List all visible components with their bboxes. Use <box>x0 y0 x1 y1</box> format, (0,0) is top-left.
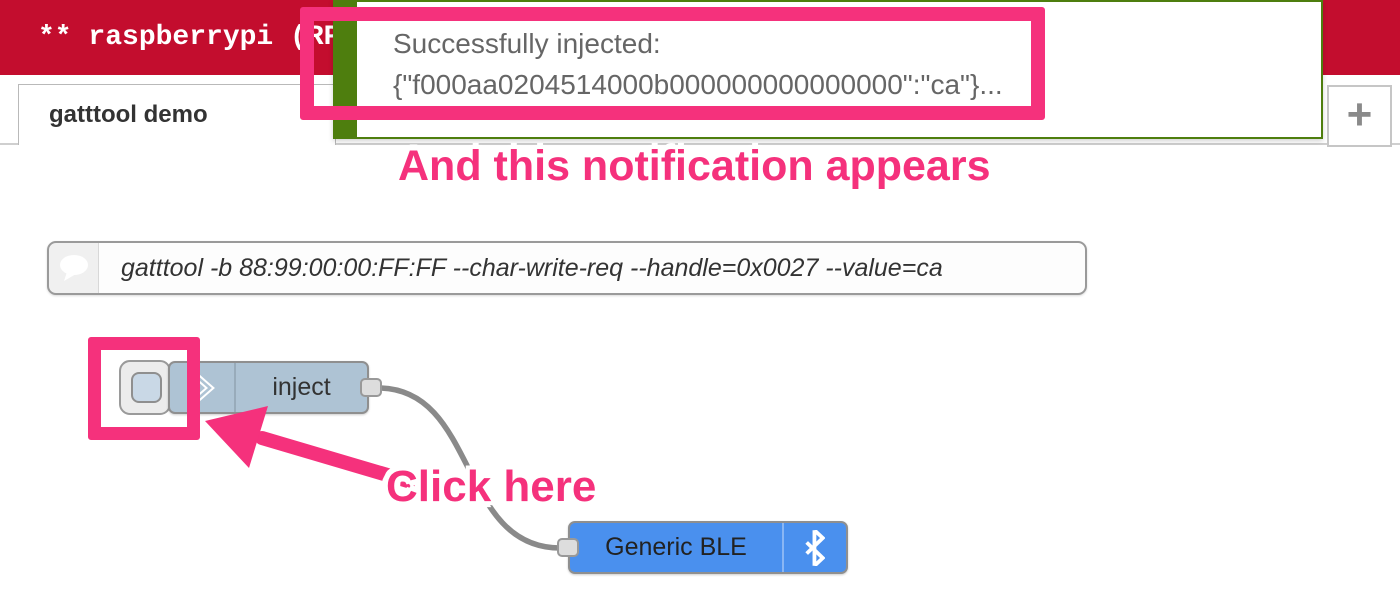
add-tab-button[interactable]: + <box>1327 85 1392 147</box>
ble-icon-section <box>782 523 846 572</box>
notification-highlight-rect <box>300 7 1045 120</box>
generic-ble-node[interactable]: Generic BLE <box>568 521 848 574</box>
inject-node-label: inject <box>272 373 331 401</box>
notification-line1: Successfully injected: <box>393 28 661 59</box>
tab-label: gatttool demo <box>49 101 208 128</box>
generic-ble-node-label: Generic BLE <box>605 533 747 561</box>
annotation-click-here: Click here <box>386 462 597 511</box>
comment-node[interactable]: gatttool -b 88:99:00:00:FF:FF --char-wri… <box>47 241 1087 295</box>
inject-output-port[interactable] <box>360 378 382 397</box>
inject-button-inner <box>131 372 162 403</box>
speech-bubble-icon <box>59 255 88 281</box>
inject-button-highlight-rect <box>88 337 200 440</box>
annotation-notification-appears: And this notification appears <box>398 142 991 190</box>
comment-node-label: gatttool -b 88:99:00:00:FF:FF --char-wri… <box>121 253 943 282</box>
tab-gatttool-demo[interactable]: gatttool demo <box>18 84 336 145</box>
notification-line2: {"f000aa0204514000b000000000000000":"ca"… <box>393 69 1003 100</box>
bluetooth-icon <box>805 529 825 566</box>
ble-input-port[interactable] <box>557 538 579 557</box>
comment-icon-section <box>49 243 99 293</box>
inject-node[interactable]: inject <box>168 361 369 414</box>
window-title: ** raspberrypi (RP <box>38 22 341 53</box>
